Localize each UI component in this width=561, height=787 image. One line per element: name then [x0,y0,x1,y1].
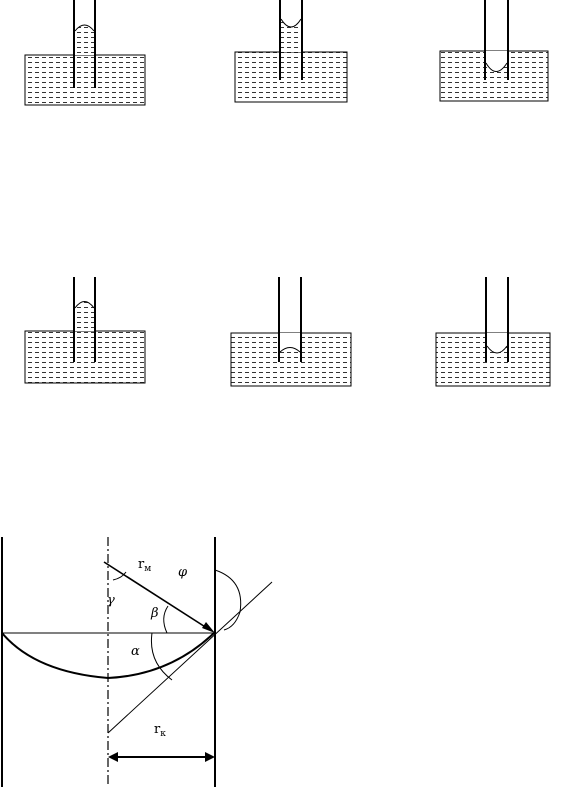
meniscus-convex [485,62,508,72]
label-beta: β [150,606,159,621]
tube-liquid-column [281,20,301,52]
tube-liquid-column [75,308,94,331]
tube-r2c2 [230,277,352,387]
rk-arrow-left [108,752,118,762]
beta-arc [163,605,169,634]
vessel-liquid [24,330,146,384]
meniscus-concave [280,18,302,28]
tube-r1c2 [234,0,348,103]
tube-r2c3 [435,277,551,387]
phi-arc [214,569,242,631]
label-phi: φ [178,565,188,580]
vessel-liquid [230,332,352,387]
radius-rm-arrowhead [202,622,215,633]
meniscus-geometry: rм φ γ β α rк [1,537,273,787]
tube-liquid-column [75,31,94,55]
label-rk: rк [154,722,166,739]
label-rm: rм [138,557,151,574]
radius-rm-line [103,561,211,631]
tube-r2c1 [24,277,146,384]
gamma-arc [112,571,127,581]
vessel-liquid [234,51,348,103]
tangent-line [107,581,273,734]
label-alpha: α [131,644,140,659]
meniscus-concave [279,347,301,353]
meniscus-curve [1,632,215,680]
tube-r1c3 [439,0,549,102]
alpha-arc [150,632,173,681]
rk-arrow-right [205,752,215,762]
tube-r1c1 [24,0,146,106]
label-gamma: γ [107,593,115,608]
meniscus-convex [74,301,95,309]
meniscus-convex [486,345,508,354]
meniscus-convex [74,24,95,32]
vessel-liquid [24,54,146,106]
